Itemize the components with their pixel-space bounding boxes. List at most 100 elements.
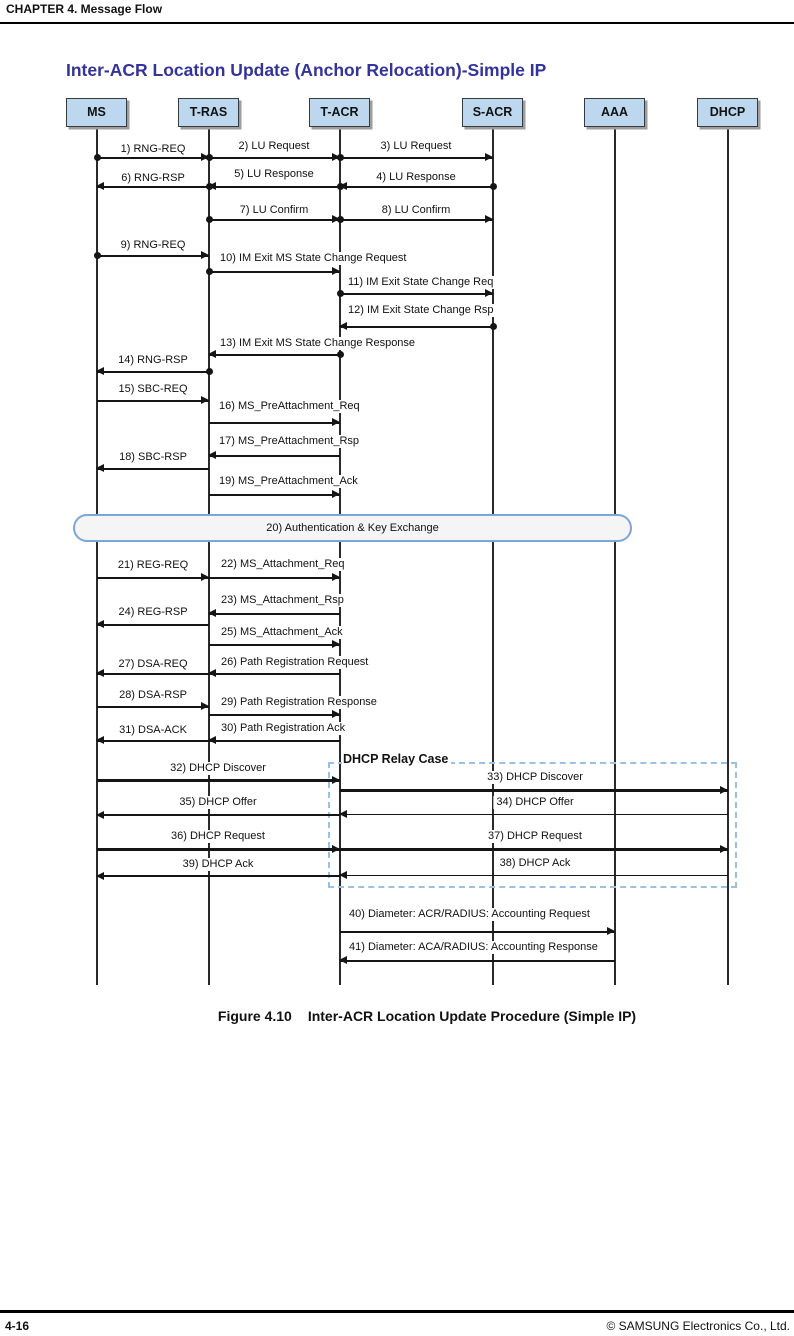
message-11-label: 11) IM Exit State Change Req (345, 276, 497, 289)
authentication-key-exchange-box: 20) Authentication & Key Exchange (73, 514, 632, 542)
message-29-arrowhead-icon (331, 710, 340, 719)
message-8-arrowhead-icon (484, 215, 493, 224)
figure-caption-number: Figure 4.10 (217, 1008, 292, 1024)
message-22-arrowhead-icon (331, 573, 340, 582)
message-32-arrowhead-icon (331, 775, 340, 784)
message-19-label: 19) MS_PreAttachment_Ack (216, 475, 361, 488)
message-27-arrowhead-icon (96, 669, 104, 678)
message-36-arrowhead-icon (331, 844, 340, 853)
message-4-line (340, 186, 493, 188)
message-37-arrowhead-icon (719, 844, 728, 853)
message-9-arrowhead-icon (200, 251, 209, 260)
message-38-arrowhead-icon (339, 871, 347, 880)
message-34-arrowhead-icon (339, 810, 347, 819)
message-33-arrowhead-icon (719, 785, 728, 794)
message-31-line (97, 740, 209, 742)
message-27-label: 27) DSA-REQ (115, 658, 191, 671)
message-7-line (209, 219, 340, 221)
message-15-label: 15) SBC-REQ (115, 383, 191, 396)
lifeline-dhcp (727, 128, 729, 985)
figure-caption-text: Inter-ACR Location Update Procedure (Sim… (307, 1008, 637, 1024)
message-12-arrowhead-icon (339, 322, 347, 331)
message-40-label: 40) Diameter: ACR/RADIUS: Accounting Req… (346, 908, 593, 921)
message-17-arrowhead-icon (208, 451, 216, 460)
message-36-line (97, 848, 340, 851)
message-34-line (340, 814, 728, 816)
message-33-label: 33) DHCP Discover (484, 771, 586, 784)
message-26-line (209, 673, 340, 675)
message-7-arrowhead-icon (331, 215, 340, 224)
message-4-label: 4) LU Response (373, 171, 459, 184)
message-40-arrowhead-icon (606, 927, 615, 936)
message-33-line (340, 789, 728, 792)
message-37-label: 37) DHCP Request (485, 830, 585, 843)
message-26-label: 26) Path Registration Request (218, 656, 372, 669)
message-8-label: 8) LU Confirm (378, 204, 454, 217)
message-4-origin-dot (489, 183, 497, 191)
message-23-line (209, 613, 340, 615)
message-41-arrowhead-icon (339, 956, 347, 965)
message-1-label: 1) RNG-REQ (117, 143, 189, 156)
entity-box-t-acr: T-ACR (309, 98, 370, 127)
message-2-arrowhead-icon (331, 153, 340, 162)
message-35-label: 35) DHCP Offer (176, 796, 260, 809)
message-28-label: 28) DSA-RSP (116, 689, 190, 702)
message-18-label: 18) SBC-RSP (116, 451, 190, 464)
message-7-origin-dot (205, 216, 213, 224)
message-2-line (209, 157, 340, 159)
footer-rule (0, 1310, 794, 1313)
figure-caption: Figure 4.10 Inter-ACR Location Update Pro… (218, 1008, 636, 1024)
message-6-line (97, 186, 209, 188)
lifeline-s-acr (492, 128, 494, 985)
message-39-line (97, 875, 340, 877)
message-39-label: 39) DHCP Ack (179, 858, 257, 871)
message-3-origin-dot (336, 154, 344, 162)
message-19-line (209, 494, 340, 496)
message-11-origin-dot (336, 290, 344, 298)
message-30-label: 30) Path Registration Ack (218, 722, 349, 735)
message-31-label: 31) DSA-ACK (116, 724, 190, 737)
message-9-label: 9) RNG-REQ (117, 239, 189, 252)
message-7-label: 7) LU Confirm (236, 204, 312, 217)
message-6-arrowhead-icon (96, 182, 104, 191)
page-header: CHAPTER 4. Message Flow (6, 2, 163, 16)
message-11-arrowhead-icon (484, 289, 493, 298)
message-11-line (340, 293, 493, 295)
message-29-line (209, 714, 340, 716)
message-10-arrowhead-icon (331, 267, 340, 276)
footer-copyright: © SAMSUNG Electronics Co., Ltd. (606, 1319, 790, 1333)
message-13-line (209, 354, 340, 356)
message-31-arrowhead-icon (96, 736, 104, 745)
lifeline-t-ras (208, 128, 210, 985)
message-14-arrowhead-icon (96, 367, 104, 376)
message-13-origin-dot (336, 351, 344, 359)
message-16-arrowhead-icon (331, 418, 340, 427)
lifeline-aaa (614, 128, 616, 985)
message-25-label: 25) MS_Attachment_Ack (218, 626, 346, 639)
message-36-label: 36) DHCP Request (168, 830, 268, 843)
message-13-label: 13) IM Exit MS State Change Response (217, 337, 419, 350)
message-3-label: 3) LU Request (377, 140, 455, 153)
message-35-line (97, 814, 340, 816)
lifeline-t-acr (339, 128, 341, 985)
message-24-label: 24) REG-RSP (115, 606, 191, 619)
message-19-arrowhead-icon (331, 490, 340, 499)
message-24-arrowhead-icon (96, 620, 104, 629)
message-22-label: 22) MS_Attachment_Req (218, 558, 348, 571)
message-37-line (340, 848, 728, 851)
message-12-line (340, 326, 493, 328)
section-title: Inter-ACR Location Update (Anchor Reloca… (66, 60, 547, 80)
header-rule (0, 22, 794, 24)
message-41-label: 41) Diameter: ACA/RADIUS: Accounting Res… (346, 941, 601, 954)
message-41-line (340, 960, 615, 962)
message-17-label: 17) MS_PreAttachment_Rsp (216, 435, 363, 448)
message-9-line (97, 255, 209, 257)
entity-box-aaa: AAA (584, 98, 645, 127)
message-5-arrowhead-icon (208, 182, 216, 191)
message-10-origin-dot (205, 268, 213, 276)
message-14-line (97, 371, 209, 373)
entity-box-ms: MS (66, 98, 127, 127)
message-27-line (97, 673, 209, 675)
message-10-line (209, 271, 340, 273)
message-22-line (209, 577, 340, 579)
